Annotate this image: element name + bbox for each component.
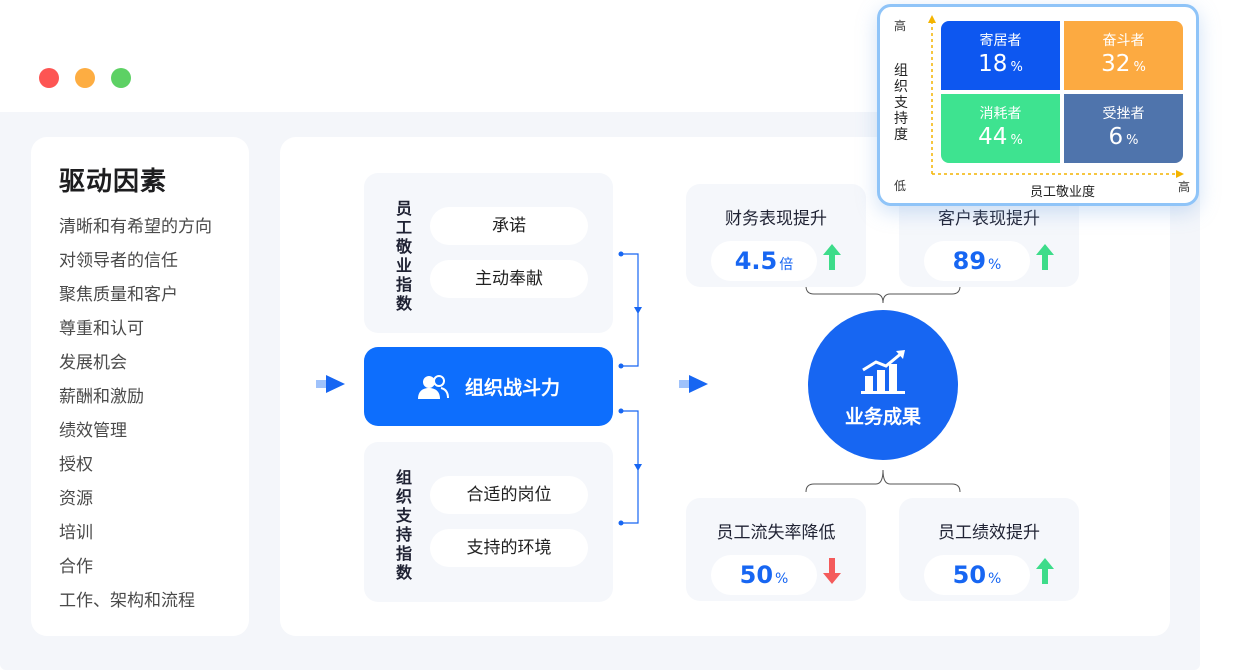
support-index-label: 组织支持指数 [395,468,412,582]
engagement-index-label: 员工敬业指数 [395,199,412,313]
combat-power-label: 组织战斗力 [464,377,560,399]
driver-item: 发展机会 [59,353,127,373]
arrow-down-icon [823,558,841,584]
quadrant-name: 寄居者 [979,33,1022,49]
quadrant-number: 6 [1108,124,1124,150]
outcome-card-turnover: 员工流失率降低 50% [686,498,866,601]
quadrant-striver: 奋斗者 32% [1064,21,1183,90]
quadrant-unit: % [1126,133,1139,148]
outcome-number: 89 [952,247,987,275]
outcome-value: 50% [924,555,1030,595]
bar-chart-icon [861,350,905,394]
support-item: 合适的岗位 [430,476,588,514]
close-window-button[interactable] [39,68,59,88]
arrow-up-icon [1036,558,1054,584]
outcome-title: 财务表现提升 [725,209,827,229]
minimize-window-button[interactable] [75,68,95,88]
support-item: 支持的环境 [430,529,588,567]
combat-power-button[interactable]: 组织战斗力 [364,347,613,426]
quadrant-name: 奋斗者 [1102,33,1145,49]
x-axis-title: 员工敬业度 [1030,185,1096,200]
quadrant-number: 44 [978,124,1008,150]
outcome-unit: % [988,257,1002,273]
quadrant-number: 32 [1101,51,1131,77]
matrix-axes [928,15,1184,178]
engagement-item: 承诺 [430,207,588,245]
driver-item: 尊重和认可 [59,319,144,339]
driver-item: 绩效管理 [59,421,127,441]
business-result-circle: 业务成果 [808,310,958,460]
maximize-window-button[interactable] [111,68,131,88]
quadrant-value: 18% [941,49,1060,83]
quadrant-lodger: 寄居者 18% [941,21,1060,90]
driver-item: 聚焦质量和客户 [59,285,178,305]
business-result-label: 业务成果 [844,406,921,428]
bottom-brace [805,469,961,493]
quadrant-unit: % [1010,133,1023,148]
outcome-number: 50 [952,561,987,589]
quadrant-value: 44% [941,122,1060,156]
y-axis-high-label: 高 [894,19,907,33]
driver-item: 资源 [59,489,93,509]
quadrant-number: 18 [978,51,1008,77]
engagement-item: 主动奉献 [430,260,588,298]
entry-arrow-icon [316,375,345,393]
drivers-title: 驱动因素 [59,167,168,197]
x-axis-high-label: 高 [1178,180,1191,194]
driver-item: 薪酬和激励 [59,387,144,407]
result-arrow-icon [679,375,708,393]
outcome-title: 客户表现提升 [938,209,1040,229]
quadrant-value: 6% [1064,122,1183,156]
outcome-value: 89% [924,241,1030,281]
quadrant-name: 受挫者 [1102,106,1145,122]
quadrant-unit: % [1133,60,1146,75]
engagement-connector [621,253,639,367]
quadrant-unit: % [1010,60,1023,75]
outcome-title: 员工流失率降低 [716,523,836,543]
drivers-panel: 驱动因素 清晰和有希望的方向 对领导者的信任 聚焦质量和客户 尊重和认可 发展机… [31,137,249,636]
driver-item: 清晰和有希望的方向 [59,217,212,237]
y-axis-title: 组织支持度 [894,63,908,143]
outcome-number: 50 [739,561,774,589]
outcome-value: 50% [711,555,817,595]
engagement-index-group: 员工敬业指数 承诺 主动奉献 [364,173,613,333]
outcome-unit: % [988,571,1002,587]
y-axis-low-label: 低 [894,179,907,193]
support-index-group: 组织支持指数 合适的岗位 支持的环境 [364,442,613,602]
driver-item: 对领导者的信任 [59,251,178,271]
arrow-up-icon [1036,244,1054,270]
driver-item: 工作、架构和流程 [59,591,195,611]
quadrant-value: 32% [1064,49,1183,83]
outcome-unit: % [775,571,789,587]
driver-item: 合作 [59,557,93,577]
driver-item: 授权 [59,455,93,475]
top-brace [805,285,961,304]
quadrant-consumer: 消耗者 44% [941,94,1060,163]
people-icon [417,374,449,399]
outcome-title: 员工绩效提升 [938,523,1040,543]
support-connector [621,410,639,524]
outcome-unit: 倍 [779,257,794,273]
engagement-support-matrix: 高 组织支持度 低 员工敬业度 高 寄居者 18% 奋斗者 32% 消耗者 44… [877,4,1199,206]
quadrant-name: 消耗者 [979,106,1022,122]
arrow-up-icon [823,244,841,270]
outcome-number: 4.5 [734,247,778,275]
drivers-list: 清晰和有希望的方向 对领导者的信任 聚焦质量和客户 尊重和认可 发展机会 薪酬和… [59,210,249,618]
outcome-card-performance: 员工绩效提升 50% [899,498,1079,601]
quadrant-frustrated: 受挫者 6% [1064,94,1183,163]
driver-item: 培训 [59,523,93,543]
